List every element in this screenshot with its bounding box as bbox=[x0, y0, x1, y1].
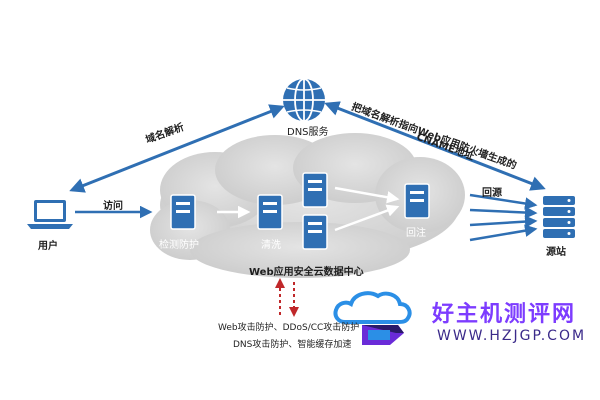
clean-label: 清洗 bbox=[261, 240, 281, 251]
flow-arrows bbox=[69, 101, 546, 242]
data-center-label: Web应用安全云数据中心 bbox=[249, 267, 364, 278]
clean-server-bottom-icon bbox=[302, 214, 328, 250]
visit-label: 访问 bbox=[103, 201, 123, 212]
inject-server-icon bbox=[404, 183, 430, 219]
laptop-icon bbox=[27, 200, 73, 229]
detect-server-icon bbox=[170, 194, 196, 230]
origin-label: 源站 bbox=[546, 247, 566, 258]
clean-server-top-icon bbox=[302, 172, 328, 208]
origin-server-icon bbox=[543, 196, 575, 238]
globe-icon bbox=[283, 78, 325, 122]
note-line2: DNS攻击防护、智能缓存加速 bbox=[233, 340, 352, 350]
dns-label: DNS服务 bbox=[287, 127, 329, 138]
watermark-cn: 好主机测评网 bbox=[432, 302, 577, 327]
clean-server-icon bbox=[257, 194, 283, 230]
inject-label: 回注 bbox=[406, 228, 426, 239]
attack-arrows bbox=[275, 278, 299, 317]
detect-label: 检测防护 bbox=[159, 240, 199, 251]
return-origin-label: 回源 bbox=[482, 188, 502, 199]
watermark-en: WWW.HZJGP.COM bbox=[437, 328, 587, 344]
user-label: 用户 bbox=[38, 241, 58, 252]
note-line1: Web攻击防护、DDoS/CC攻击防护 bbox=[218, 323, 360, 333]
watermark-logo-icon bbox=[333, 291, 412, 345]
